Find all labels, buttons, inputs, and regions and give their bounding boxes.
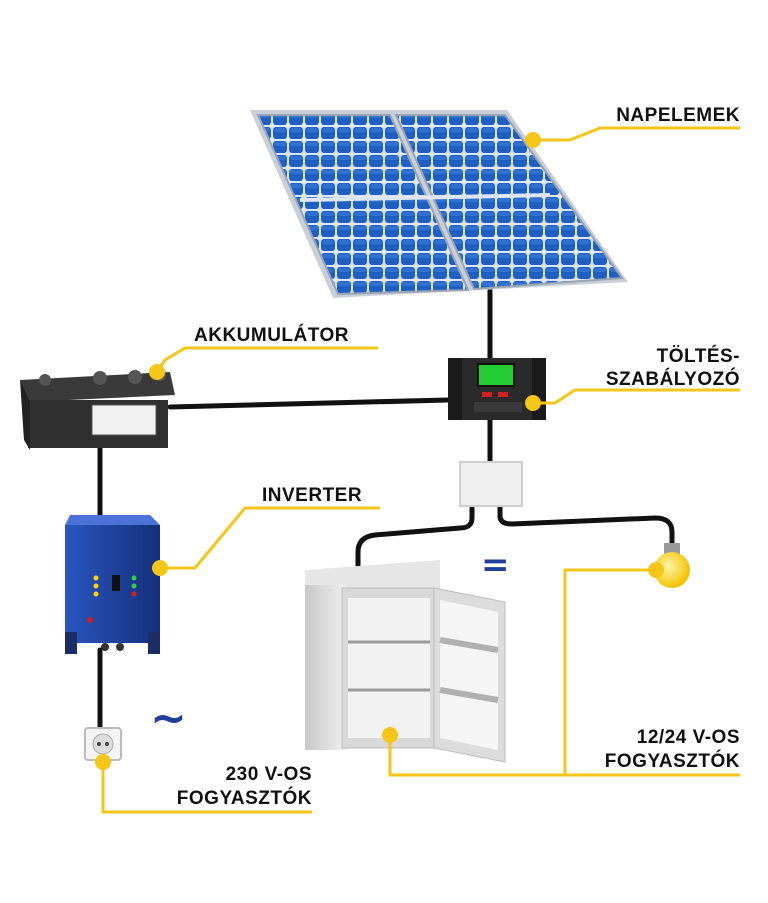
label-ac-consumers-line1: 230 V-OS (225, 764, 312, 785)
refrigerator (305, 560, 506, 763)
solar-panel-right (394, 114, 624, 291)
wire-junction-to-fridge (355, 502, 475, 573)
battery-label-plate (91, 404, 157, 436)
leader-ac-consumers (101, 762, 312, 814)
inverter (65, 515, 160, 654)
ac-symbol: ~ (150, 693, 187, 744)
label-dc-consumers-line2: FOGYASZTÓK (604, 751, 740, 772)
dot-lamp (648, 562, 664, 578)
dc-symbol: = (481, 545, 510, 585)
dot-battery (149, 364, 165, 380)
dot-socket (95, 754, 111, 770)
dot-inverter (152, 560, 168, 576)
junction-box (459, 461, 523, 507)
leader-solar-panels (533, 126, 740, 142)
label-ac-consumers-line2: FOGYASZTÓK (176, 788, 312, 809)
label-battery: AKKUMULÁTOR (194, 325, 350, 346)
dot-charge-controller (525, 395, 541, 411)
label-dc-consumers-line1: 12/24 V-OS (636, 727, 740, 748)
wall-socket (84, 727, 122, 761)
leader-inverter (160, 506, 380, 570)
leader-dc-consumers (388, 735, 740, 777)
leader-dots (95, 132, 664, 770)
leader-lines (101, 126, 740, 814)
leader-charge-controller (533, 388, 740, 405)
label-charge-controller-line2: SZABÁLYOZÓ (605, 369, 740, 390)
label-solar-panels: NAPELEMEK (616, 105, 740, 126)
label-charge-controller-line1: TÖLTÉS- (656, 346, 740, 367)
wire-junction-to-lamp (497, 502, 675, 548)
dot-solar-panels (525, 132, 541, 148)
controller-display (477, 363, 515, 387)
wire-battery-to-controller (167, 397, 451, 410)
label-inverter: INVERTER (262, 485, 363, 506)
dot-fridge (382, 727, 398, 743)
leader-battery (155, 346, 378, 373)
solar-panel-left (256, 114, 470, 296)
light-bulb (654, 543, 690, 588)
solar-panels (250, 110, 628, 298)
leader-dc-lamp (563, 568, 655, 775)
wiring (97, 287, 675, 733)
battery (20, 369, 175, 450)
